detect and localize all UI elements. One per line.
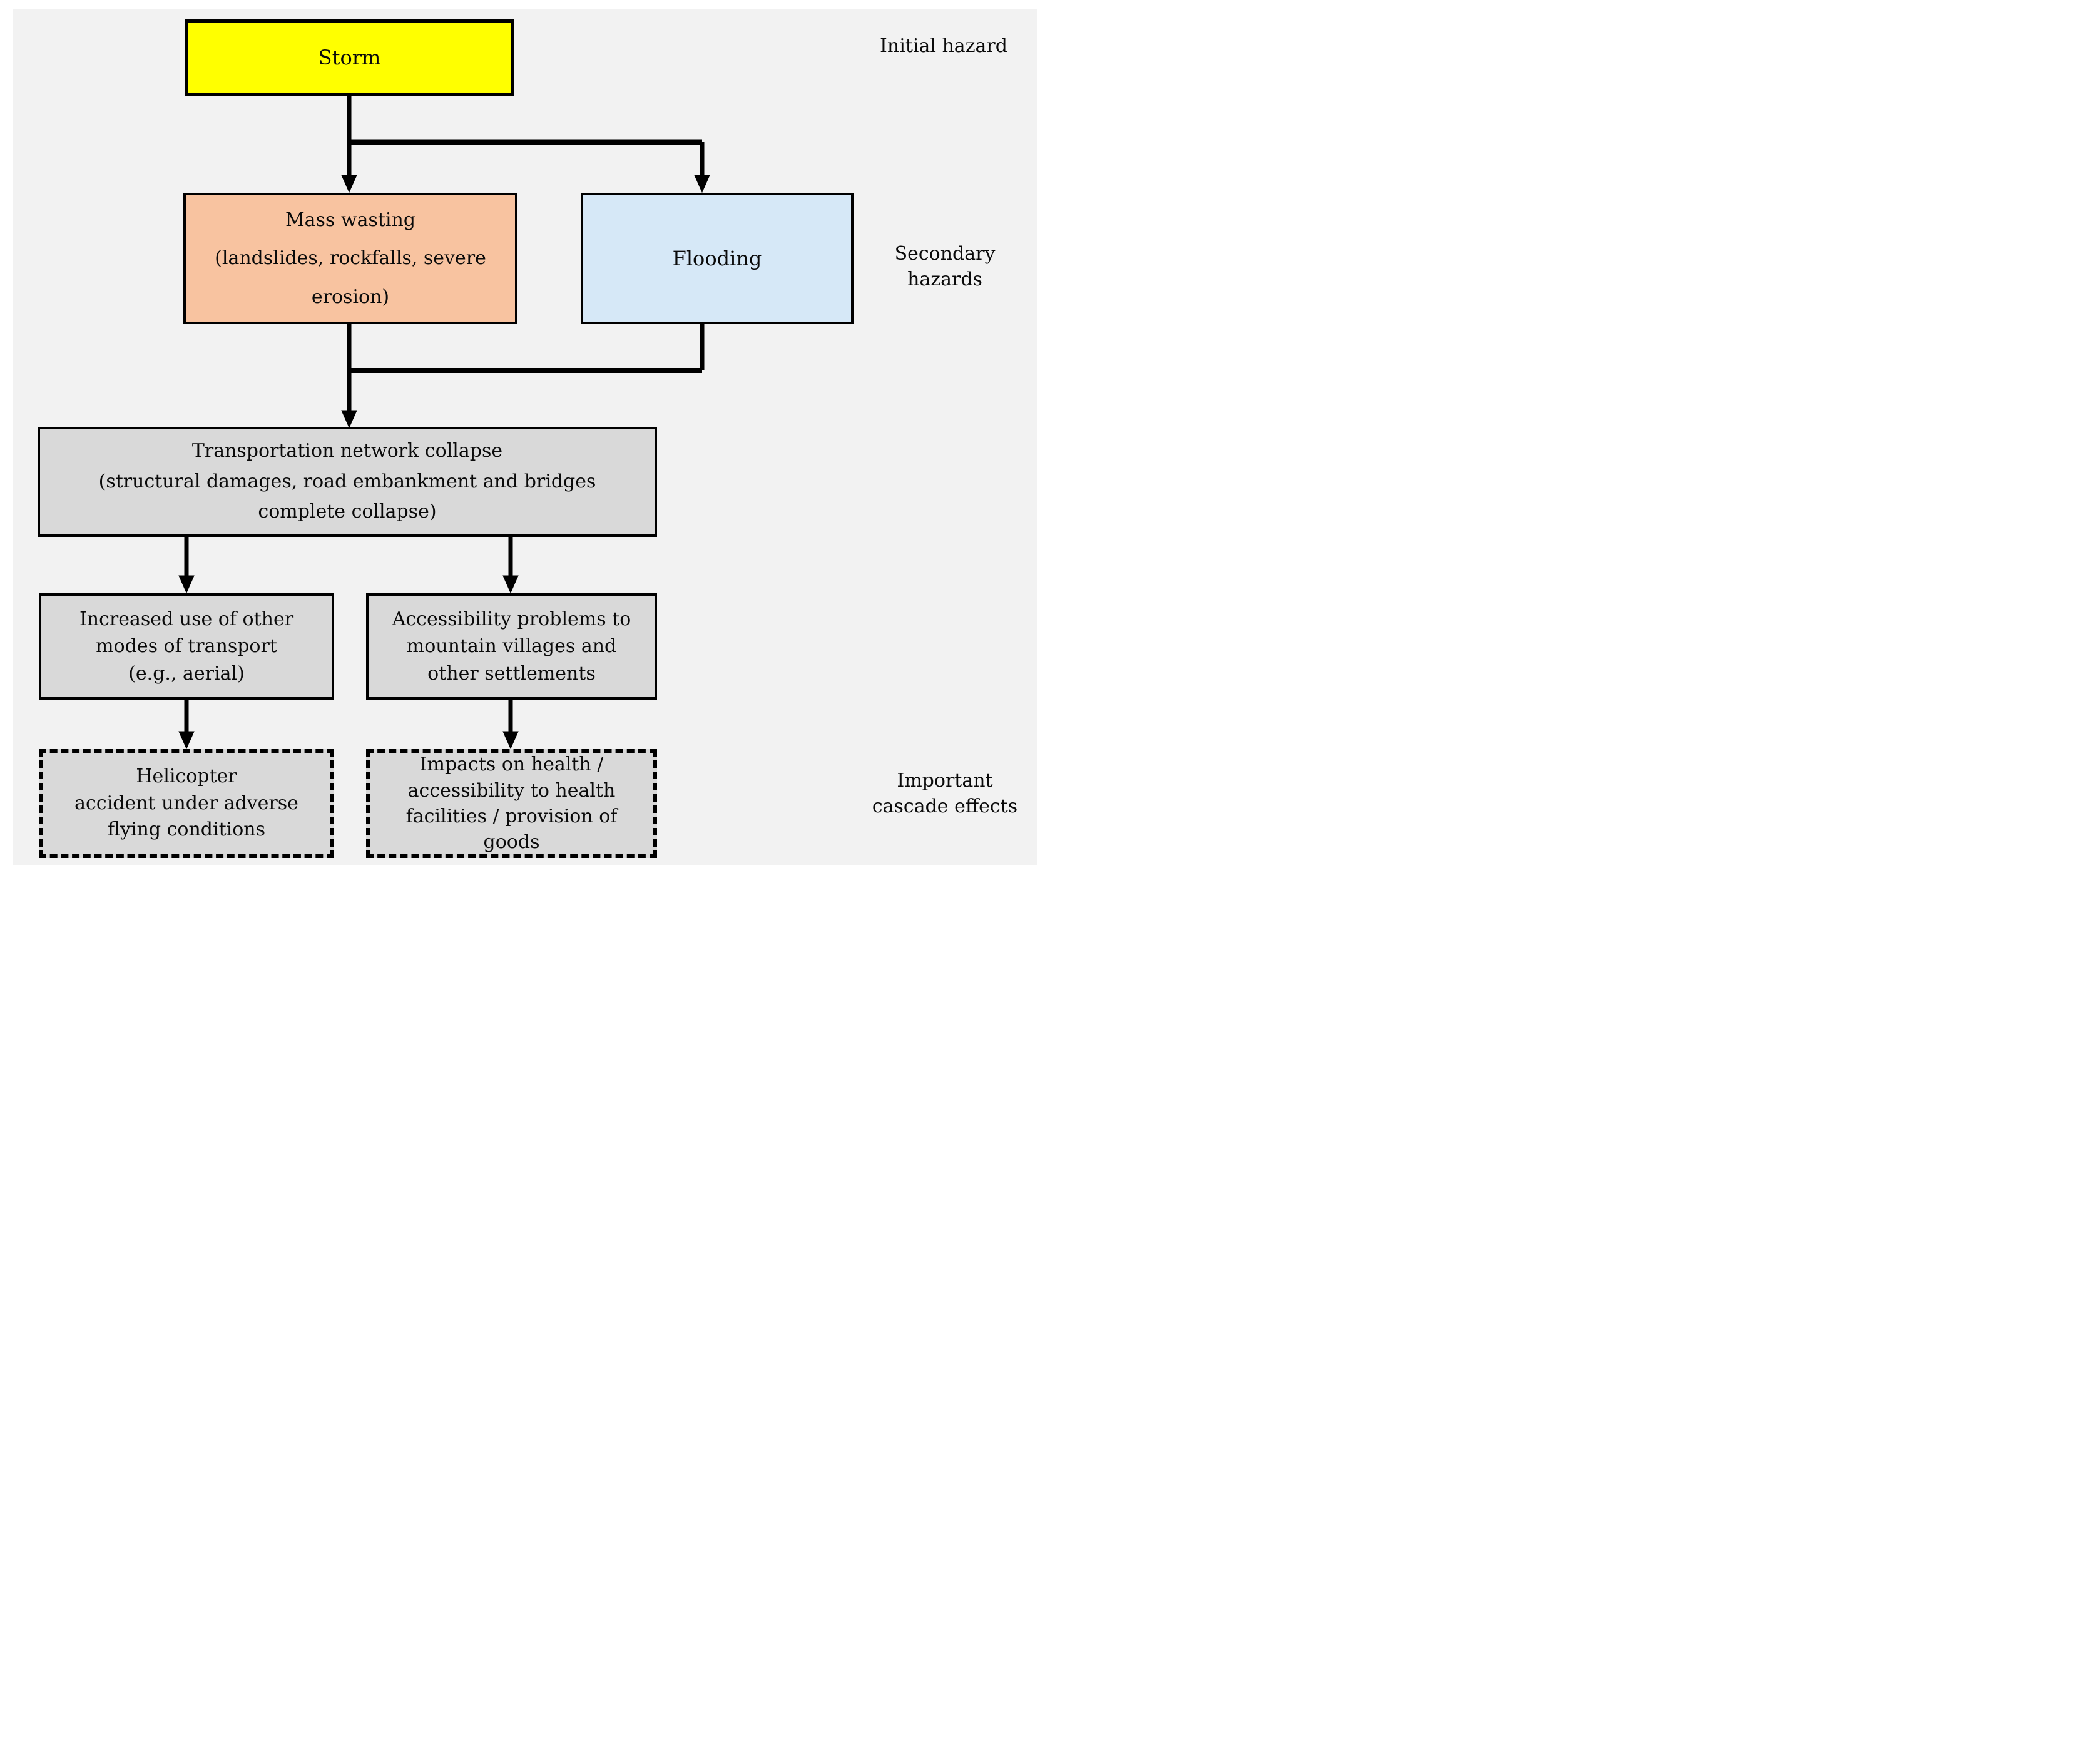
node-mass-wasting: Mass wasting (landslides, rockfalls, sev… (183, 193, 517, 324)
node-flooding: Flooding (581, 193, 854, 324)
node-health-impacts: Impacts on health / accessibility to hea… (366, 749, 657, 858)
node-increased-other-transport: Increased use of other modes of transpor… (39, 593, 334, 700)
node-transportation-collapse: Transportation network collapse (structu… (38, 427, 657, 537)
node-helicopter-accident: Helicopter accident under adverse flying… (39, 749, 334, 858)
node-accessibility-problems: Accessibility problems to mountain villa… (366, 593, 657, 700)
node-storm: Storm (185, 19, 514, 96)
stage-label-important-cascade-effects: Important cascade effects (872, 770, 1018, 817)
stage-label-initial-hazard: Initial hazard (880, 35, 1007, 57)
stage-label-secondary-hazards: Secondary hazards (894, 243, 996, 290)
figure-page: Storm Mass wasting (landslides, rockfall… (0, 0, 1050, 878)
